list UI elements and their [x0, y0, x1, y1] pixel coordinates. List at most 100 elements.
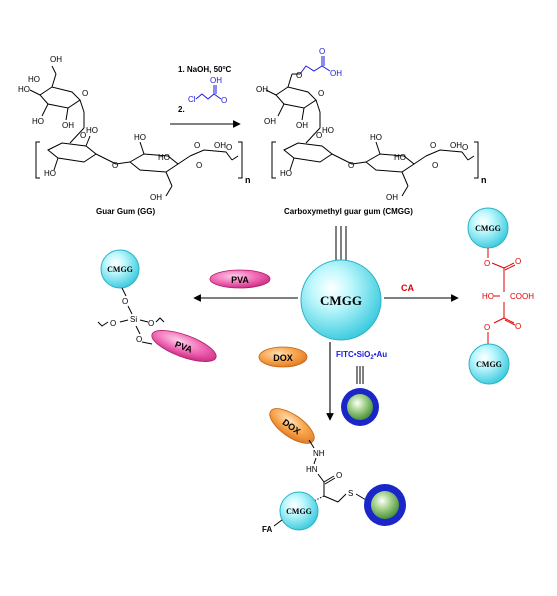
pva-polymer-ellipse: [151, 330, 217, 362]
nh-label: NH: [313, 449, 325, 458]
atom-label: HO: [394, 153, 406, 162]
conjugate-cmgg-label: CMGG: [286, 507, 312, 516]
pva-branch: PVA CMGG O Si O O O PVA: [97, 249, 298, 362]
ca-cmgg-sphere-bottom: [468, 343, 510, 385]
cmgg-sphere: [300, 259, 382, 341]
atom-label: O: [136, 335, 142, 344]
dox-reagent-ellipse: [258, 346, 308, 368]
ca-ho-label: HO: [482, 292, 494, 301]
conjugate-cmgg-sphere: [279, 491, 319, 531]
wavy-bond: [97, 321, 109, 327]
atom-label: HO: [322, 126, 334, 135]
atom-label: HO: [158, 153, 170, 162]
dox-reagent-label: DOX: [273, 353, 293, 363]
atom-label: HO: [280, 169, 292, 178]
atom-label: O: [148, 319, 154, 328]
atom-label: OH: [256, 85, 268, 94]
cmgg-repeat-n: n: [481, 175, 487, 185]
wavy-bond: [155, 317, 165, 323]
atom-label: HO: [44, 169, 56, 178]
central-cmgg-node: CMGG: [300, 259, 382, 341]
atom-label: O: [194, 141, 200, 150]
reagent-o: O: [221, 96, 227, 105]
final-conjugate: DOX NH HN O S CMGG FA: [262, 408, 406, 534]
atom-label: O: [484, 259, 490, 268]
atom-label: O: [515, 322, 521, 331]
atom-label: HO: [86, 126, 98, 135]
atom-label: O: [296, 71, 302, 80]
central-cmgg-label: CMGG: [320, 293, 362, 308]
atom-label: OH: [386, 193, 398, 202]
pva-si-label: Si: [130, 315, 137, 324]
dox-branch: DOX FITC•SiO2•Au: [258, 342, 387, 426]
atom-label: OH: [62, 121, 74, 130]
atom-label: OH: [214, 141, 226, 150]
atom-label: OH: [450, 141, 462, 150]
atom-label: O: [226, 143, 232, 152]
conjugate-nanoparticle-core: [371, 491, 399, 519]
chloroacetic-chain: [195, 93, 215, 100]
reagent-oh: OH: [210, 76, 222, 85]
atom-label: O: [318, 89, 324, 98]
fa-label: FA: [262, 525, 272, 534]
carboxymethyl-chain: [299, 65, 323, 75]
galactose-ring: [39, 86, 81, 109]
carboxymethyl-group: O OH O: [296, 47, 342, 80]
atom-label: O: [122, 297, 128, 306]
pva-cmgg-label: CMGG: [107, 265, 133, 274]
pva-cmgg-sphere: [100, 249, 140, 289]
atom-label: O: [484, 323, 490, 332]
hn-label: HN: [306, 465, 318, 474]
guar-bracket-left: [35, 141, 40, 179]
atom-label: HO: [370, 133, 382, 142]
atom-label: O: [432, 161, 438, 170]
reaction-step-2: 2.: [178, 105, 185, 114]
guar-repeat-n: n: [245, 175, 251, 185]
atom-label: O: [82, 89, 88, 98]
pva-reagent-ellipse: [209, 269, 271, 289]
atom-label: O: [112, 161, 118, 170]
atom-label: O: [316, 131, 322, 140]
reaction-step-1: 1. NaOH, 50oC: [178, 65, 232, 74]
atom-label: OH: [150, 193, 162, 202]
atom-label: O: [348, 161, 354, 170]
atom-label: O: [430, 141, 436, 150]
ca-cooh-label: COOH: [510, 292, 534, 301]
atom-label: O: [336, 471, 342, 480]
guar-gum-label: Guar Gum (GG): [96, 207, 155, 216]
cmgg-atom-labels: OH OH OH O O HO HO O HO HO OH O O OH O: [256, 85, 468, 202]
atom-label: O: [515, 257, 521, 266]
atom-label: OH: [50, 55, 62, 64]
atom-label: HO: [32, 117, 44, 126]
guar-gum-structure: HO OH HO HO OH O O HO HO O HO HO OH O O …: [18, 55, 251, 216]
atom-label: HO: [28, 75, 40, 84]
ca-cmgg-label-top: CMGG: [475, 224, 501, 233]
mannose-ring-1: [47, 142, 97, 163]
nanoparticle-core: [347, 394, 373, 420]
atom-label: O: [462, 143, 468, 152]
atom-label: O: [80, 131, 86, 140]
atom-label: OH: [330, 69, 342, 78]
s-label: S: [348, 489, 353, 498]
ca-branch: CA CMGG O O HO COOH O O CMGG: [384, 207, 534, 385]
pva-reagent-label: PVA: [231, 275, 249, 285]
fitc-sio2-au-label: FITC•SiO2•Au: [336, 350, 387, 361]
atom-label: O: [196, 161, 202, 170]
atom-label: O: [110, 319, 116, 328]
atom-label: OH: [296, 121, 308, 130]
reaction-conditions: 1. NaOH, 50oC 2. Cl OH O: [170, 65, 241, 128]
triple-bond-connector-top: [335, 226, 347, 264]
dox-conjugate-ellipse: [269, 408, 315, 444]
ca-cmgg-label-bottom: CMGG: [476, 360, 502, 369]
cmgg-structure: [265, 73, 479, 197]
atom-label: OH: [264, 117, 276, 126]
reagent-cl: Cl: [188, 95, 196, 104]
guar-bracket-right: [238, 141, 243, 179]
cmgg-label: Carboxymethyl guar gum (CMGG): [284, 207, 413, 216]
mannose-ring-2: [129, 153, 179, 173]
atom-label: HO: [134, 133, 146, 142]
ca-reagent-label: CA: [401, 283, 414, 293]
atom-label: HO: [18, 85, 30, 94]
atom-label: O: [319, 47, 325, 56]
